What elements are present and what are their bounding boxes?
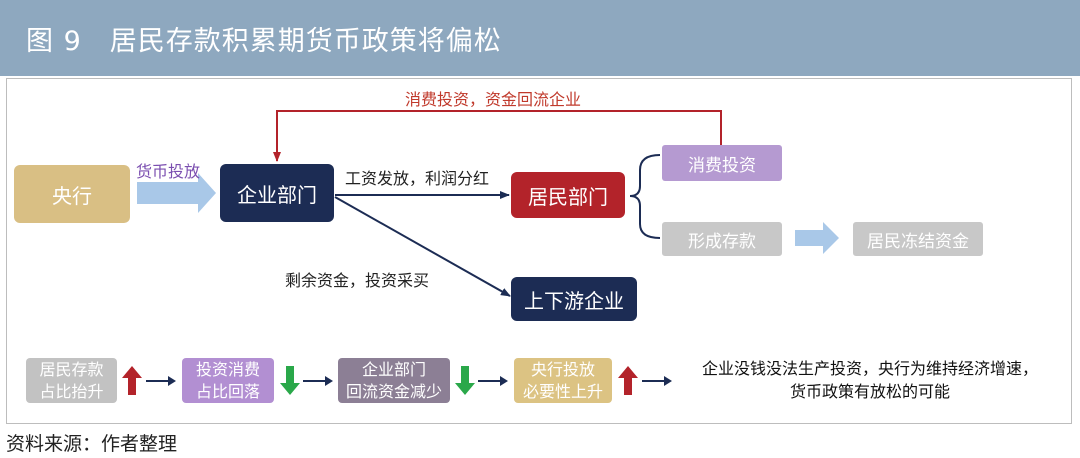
consumption-investment-node: 消费投资 [662, 145, 782, 181]
deposit-arrow [795, 222, 839, 254]
currency-issue-label: 货币投放 [136, 162, 201, 181]
chain-step-3-line1: 企业部门 [361, 359, 426, 379]
chain-step-1: 居民存款 占比抬升 [26, 358, 117, 403]
currency-issue-arrow [137, 173, 216, 213]
figure-title: 图 9 居民存款积累期货币政策将偏松 [26, 26, 502, 57]
chain-step-3-line2: 回流资金减少 [345, 381, 442, 401]
consumption-investment-label: 消费投资 [688, 155, 756, 176]
conclusion-line1: 企业没钱没法生产投资，央行为维持经济增速， [701, 359, 1038, 378]
up-down-enterprise-node: 上下游企业 [511, 277, 637, 321]
central-bank-label: 央行 [52, 183, 92, 208]
household-brace [629, 154, 661, 239]
chain-step-3: 企业部门 回流资金减少 [338, 358, 450, 403]
surplus-funds-label: 剩余资金，投资采买 [285, 271, 430, 290]
trend-down-arrow-3 [455, 366, 475, 395]
central-bank-node: 央行 [14, 165, 130, 223]
chain-step-2: 投资消费 占比回落 [182, 358, 274, 403]
trend-down-arrow-2 [280, 366, 300, 395]
household-node: 居民部门 [511, 172, 625, 218]
chain-step-4-line1: 央行投放 [530, 359, 595, 379]
form-deposit-node: 形成存款 [662, 222, 782, 256]
chain-step-2-line2: 占比回落 [195, 381, 260, 401]
return-loop-arrow [273, 110, 722, 162]
conclusion-text: 企业没钱没法生产投资，央行为维持经济增速， 货币政策有放松的可能 [680, 357, 1060, 403]
form-deposit-label: 形成存款 [688, 231, 756, 252]
enterprise-label: 企业部门 [237, 182, 317, 207]
trend-up-arrow-4 [618, 366, 638, 395]
frozen-funds-label: 居民冻结资金 [867, 231, 969, 252]
chain-step-2-line1: 投资消费 [195, 359, 260, 379]
frozen-funds-node: 居民冻结资金 [853, 222, 983, 256]
header-banner: 图 9 居民存款积累期货币政策将偏松 [0, 0, 1080, 76]
source-note: 资料来源：作者整理 [6, 433, 178, 455]
conclusion-line2: 货币政策有放松的可能 [789, 382, 950, 401]
diagram-frame [6, 78, 1072, 424]
up-down-enterprise-label: 上下游企业 [524, 288, 624, 313]
chain-step-4-line2: 必要性上升 [522, 381, 603, 401]
chain-step-4: 央行投放 必要性上升 [514, 358, 612, 403]
trend-up-arrow-1 [122, 366, 142, 395]
surplus-arrow [334, 196, 511, 297]
household-label: 居民部门 [528, 184, 608, 209]
enterprise-node: 企业部门 [220, 164, 334, 222]
consume-return-label: 消费投资，资金回流企业 [405, 90, 582, 109]
chain-step-1-line2: 占比抬升 [39, 381, 104, 401]
wages-profit-label: 工资发放，利润分红 [345, 169, 490, 188]
chain-step-1-line1: 居民存款 [39, 359, 104, 379]
